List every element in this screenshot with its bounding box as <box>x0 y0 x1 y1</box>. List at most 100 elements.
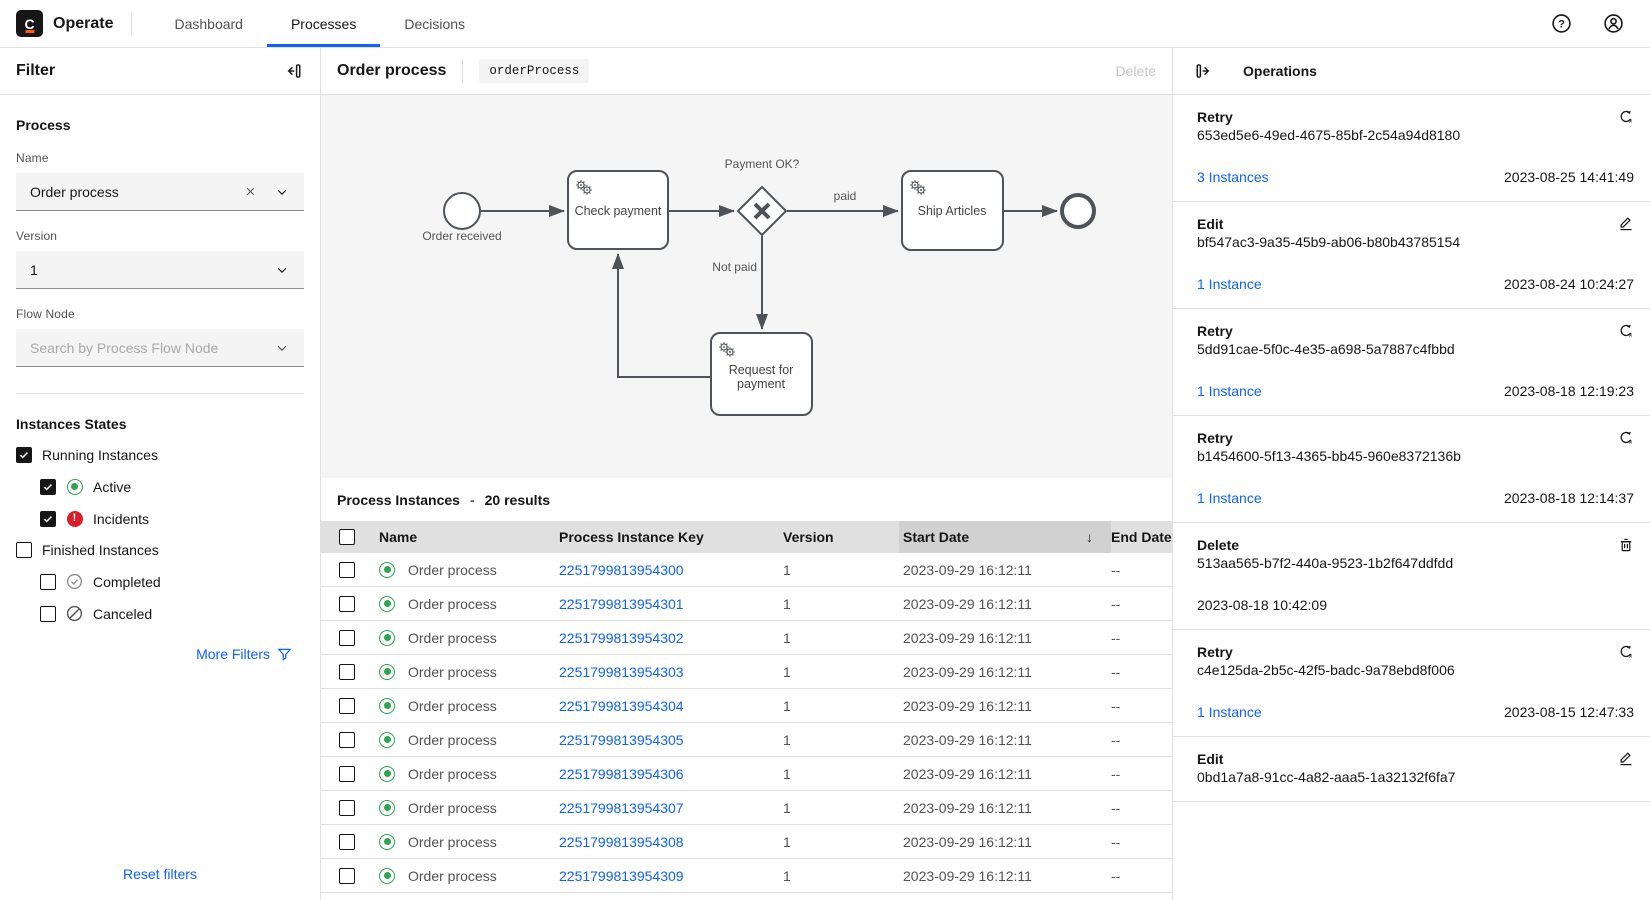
row-checkbox[interactable] <box>339 800 355 816</box>
active-state-icon <box>379 834 395 850</box>
flow-node-chevron-down-icon[interactable] <box>274 340 290 356</box>
tab-dashboard[interactable]: Dashboard <box>150 0 267 47</box>
instance-version: 1 <box>779 630 899 646</box>
row-checkbox[interactable] <box>339 630 355 646</box>
tab-decisions[interactable]: Decisions <box>380 0 489 47</box>
instance-start-date: 2023-09-29 16:12:11 <box>899 630 1111 646</box>
filters-content: Process Name Order process <box>0 95 320 852</box>
instance-key-link[interactable]: 2251799813954304 <box>559 698 684 714</box>
reset-filters-button[interactable]: Reset filters <box>123 866 197 882</box>
start-event-order-received[interactable] <box>444 193 480 229</box>
row-checkbox[interactable] <box>339 732 355 748</box>
instances-link[interactable]: 3 Instances <box>1197 169 1269 185</box>
user-profile-icon[interactable] <box>1602 13 1624 35</box>
operation-id: 0bd1a7a8-91cc-4a82-aaa5-1a32132f6fa7 <box>1197 769 1634 785</box>
instances-link[interactable]: 1 Instance <box>1197 490 1262 506</box>
delete-process-button[interactable]: Delete <box>1116 63 1156 79</box>
retry-icon: × <box>1618 430 1634 446</box>
tab-processes[interactable]: Processes <box>267 0 380 47</box>
checkbox-completed[interactable]: Completed <box>40 573 304 590</box>
checkbox-canceled[interactable]: Canceled <box>40 605 304 622</box>
row-checkbox[interactable] <box>339 596 355 612</box>
instances-band: Process Instances - 20 results <box>321 478 1172 521</box>
instance-end-date: -- <box>1111 766 1172 782</box>
completed-checkbox[interactable] <box>40 574 56 590</box>
operation-type: Delete <box>1197 537 1239 553</box>
instance-name: Order process <box>408 664 497 680</box>
checkbox-running-instances[interactable]: Running Instances <box>16 447 304 463</box>
operations-list: Retry × 653ed5e6-49ed-4675-85bf-2c54a94d… <box>1173 95 1650 900</box>
finished-checkbox[interactable] <box>16 542 32 558</box>
start-event-label: Order received <box>422 229 501 243</box>
operation-id: b1454600-5f13-4365-bb45-960e8372136b <box>1197 448 1634 464</box>
instances-link[interactable]: 1 Instance <box>1197 704 1262 720</box>
checkbox-finished-instances[interactable]: Finished Instances <box>16 542 304 558</box>
operation-entry: Retry × b1454600-5f13-4365-bb45-960e8372… <box>1173 416 1650 523</box>
running-checkbox[interactable] <box>16 447 32 463</box>
column-header-start-date[interactable]: Start Date ↓ <box>899 521 1111 553</box>
instances-link[interactable]: 1 Instance <box>1197 383 1262 399</box>
task-check-payment-label: Check payment <box>575 204 662 218</box>
instance-key-link[interactable]: 2251799813954303 <box>559 664 684 680</box>
brand[interactable]: C Operate <box>0 0 131 47</box>
instance-key-link[interactable]: 2251799813954301 <box>559 596 684 612</box>
instance-start-date: 2023-09-29 16:12:11 <box>899 732 1111 748</box>
checkbox-incidents[interactable]: ! Incidents <box>40 510 304 527</box>
instance-key-link[interactable]: 2251799813954309 <box>559 868 684 884</box>
checkbox-active[interactable]: Active <box>40 478 304 495</box>
filters-footer: Reset filters <box>0 852 320 900</box>
help-icon[interactable]: ? <box>1550 13 1572 35</box>
instance-key-link[interactable]: 2251799813954306 <box>559 766 684 782</box>
process-name-select[interactable]: Order process <box>16 173 304 211</box>
instance-key-link[interactable]: 2251799813954300 <box>559 562 684 578</box>
instances-result-count: 20 results <box>485 492 550 508</box>
version-chevron-down-icon[interactable] <box>274 262 290 278</box>
row-checkbox[interactable] <box>339 664 355 680</box>
active-checkbox[interactable] <box>40 479 56 495</box>
row-checkbox[interactable] <box>339 562 355 578</box>
table-row: Order process 2251799813954300 1 2023-09… <box>321 553 1172 587</box>
row-checkbox[interactable] <box>339 698 355 714</box>
instance-name: Order process <box>408 800 497 816</box>
filters-panel: Filter Process Name Order process <box>0 48 321 900</box>
more-filters-label: More Filters <box>196 646 270 662</box>
instance-name: Order process <box>408 766 497 782</box>
instance-start-date: 2023-09-29 16:12:11 <box>899 664 1111 680</box>
active-state-icon <box>379 562 395 578</box>
instance-start-date: 2023-09-29 16:12:11 <box>899 834 1111 850</box>
table-row: Order process 2251799813954305 1 2023-09… <box>321 723 1172 757</box>
operation-timestamp: 2023-08-18 12:19:23 <box>1504 383 1634 399</box>
expand-panel-icon[interactable] <box>1193 60 1215 82</box>
task-ship-articles-label: Ship Articles <box>918 204 987 218</box>
completed-label: Completed <box>93 574 161 590</box>
operation-timestamp: 2023-08-18 10:42:09 <box>1197 597 1327 613</box>
operation-entry: Edit bf547ac3-9a35-45b9-ab06-b80b4378515… <box>1173 202 1650 309</box>
instances-link[interactable]: 1 Instance <box>1197 276 1262 292</box>
instance-key-link[interactable]: 2251799813954302 <box>559 630 684 646</box>
instance-key-link[interactable]: 2251799813954307 <box>559 800 684 816</box>
operation-type: Retry <box>1197 430 1233 446</box>
more-filters-button[interactable]: More Filters <box>16 646 304 662</box>
version-select[interactable]: 1 <box>16 251 304 289</box>
instance-name: Order process <box>408 732 497 748</box>
row-checkbox[interactable] <box>339 868 355 884</box>
instance-key-link[interactable]: 2251799813954308 <box>559 834 684 850</box>
name-chevron-down-icon[interactable] <box>274 184 290 200</box>
select-all-checkbox[interactable] <box>339 529 355 545</box>
operations-panel: Operations Retry × 653ed5e6-49ed-4675-85… <box>1173 48 1650 900</box>
instance-key-link[interactable]: 2251799813954305 <box>559 732 684 748</box>
clear-name-icon[interactable] <box>242 184 258 200</box>
operation-type: Retry <box>1197 323 1233 339</box>
op-meta-row: 1 Instance 2023-08-15 12:47:33 <box>1197 704 1634 720</box>
end-event[interactable] <box>1062 195 1094 227</box>
table-row: Order process 2251799813954303 1 2023-09… <box>321 655 1172 689</box>
instance-version: 1 <box>779 664 899 680</box>
collapse-panel-icon[interactable] <box>282 60 304 82</box>
bpmn-diagram[interactable]: Order received Check payment Payment OK?… <box>321 95 1172 478</box>
flow-node-select[interactable]: Search by Process Flow Node <box>16 329 304 367</box>
row-checkbox[interactable] <box>339 834 355 850</box>
incidents-checkbox[interactable] <box>40 511 56 527</box>
row-checkbox[interactable] <box>339 766 355 782</box>
canceled-checkbox[interactable] <box>40 606 56 622</box>
